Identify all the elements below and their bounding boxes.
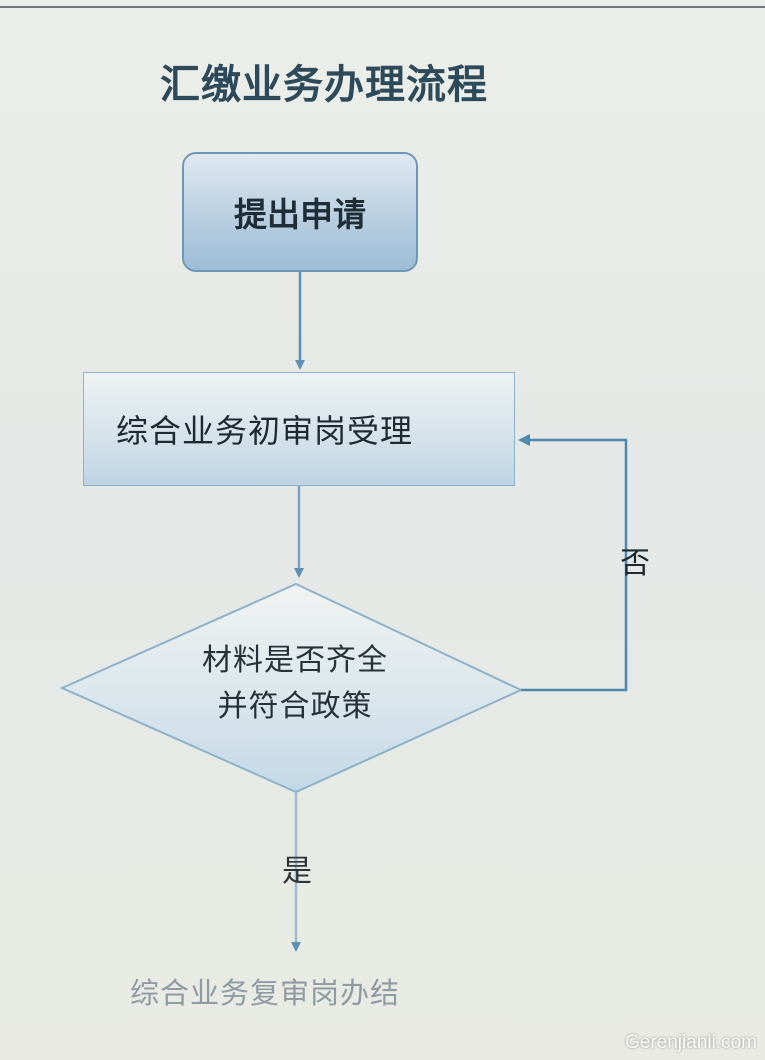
watermark-text: Gerenjianli.com <box>625 1032 757 1053</box>
start-node: 提出申请 <box>182 152 418 272</box>
yes-branch-label: 是 <box>282 854 312 889</box>
decision-label: 材料是否齐全 并符合政策 <box>150 638 440 730</box>
arrow-no-loop <box>518 434 628 692</box>
review-node: 综合业务初审岗受理 <box>83 372 515 486</box>
review-node-label: 综合业务初审岗受理 <box>116 412 414 450</box>
decision-label-line2: 并符合政策 <box>217 689 373 724</box>
page-title: 汇缴业务办理流程 <box>160 61 488 108</box>
final-node-label: 综合业务复审岗办结 <box>130 976 401 1010</box>
top-border-line <box>0 0 765 8</box>
decision-label-line1: 材料是否齐全 <box>202 643 388 678</box>
start-node-label: 提出申请 <box>234 195 366 234</box>
no-branch-label: 否 <box>620 546 650 581</box>
